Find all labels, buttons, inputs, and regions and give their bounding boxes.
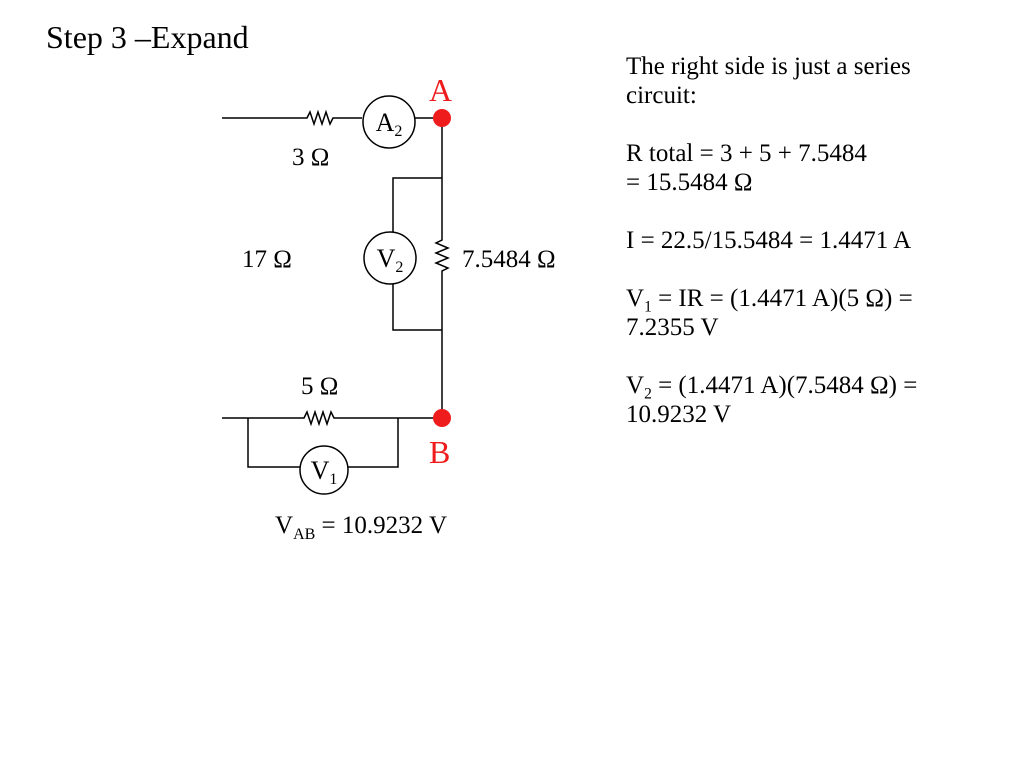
voltmeter-v1-label: V1: [311, 456, 338, 488]
voltmeter-v1-circle: [299, 445, 349, 495]
resistor-3-ohm-zigzag: [300, 109, 340, 127]
slide-title: Step 3 –Expand: [46, 19, 249, 55]
voltmeter-v1-loop-left: [247, 418, 300, 468]
v2-note: V2 = (1.4471 A)(7.5484 Ω) = 10.9232 V: [626, 372, 918, 428]
resistor-7-5484-ohm-label: 7.5484 Ω: [462, 246, 556, 273]
r-total-note: R total = 3 + 5 + 7.5484 = 15.5484 Ω: [626, 140, 867, 196]
calculation-notes: The right side is just a series circuit:…: [626, 52, 1024, 429]
voltmeter-v2-label: V2: [377, 244, 404, 276]
node-a-label: A: [429, 72, 452, 108]
series-note: The right side is just a series circuit:: [626, 53, 911, 109]
resistor-7-5484-zigzag: [434, 237, 450, 274]
node-a-dot: [433, 109, 451, 127]
resistor-5-ohm-label: 5 Ω: [301, 373, 338, 400]
resistor-5-ohm-zigzag: [290, 409, 352, 427]
v1-note: V1 = IR = (1.4471 A)(5 Ω) = 7.2355 V: [626, 285, 913, 341]
ammeter-a2-circle: [362, 95, 416, 149]
ammeter-a2-label: A2: [376, 108, 403, 140]
voltmeter-v2-loop-top: [392, 177, 442, 232]
voltmeter-v2-circle: [363, 231, 417, 285]
node-b-dot: [433, 409, 451, 427]
current-note: I = 22.5/15.5484 = 1.4471 A: [626, 227, 912, 254]
node-b-label: B: [429, 434, 450, 470]
resistor-3-ohm-label: 3 Ω: [292, 144, 329, 171]
voltmeter-v2-loop-bottom: [392, 284, 442, 331]
vab-result-label: VAB = 10.9232 V: [275, 512, 447, 543]
resistor-17-ohm-label: 17 Ω: [242, 246, 292, 273]
voltmeter-v1-loop-right: [348, 418, 399, 468]
